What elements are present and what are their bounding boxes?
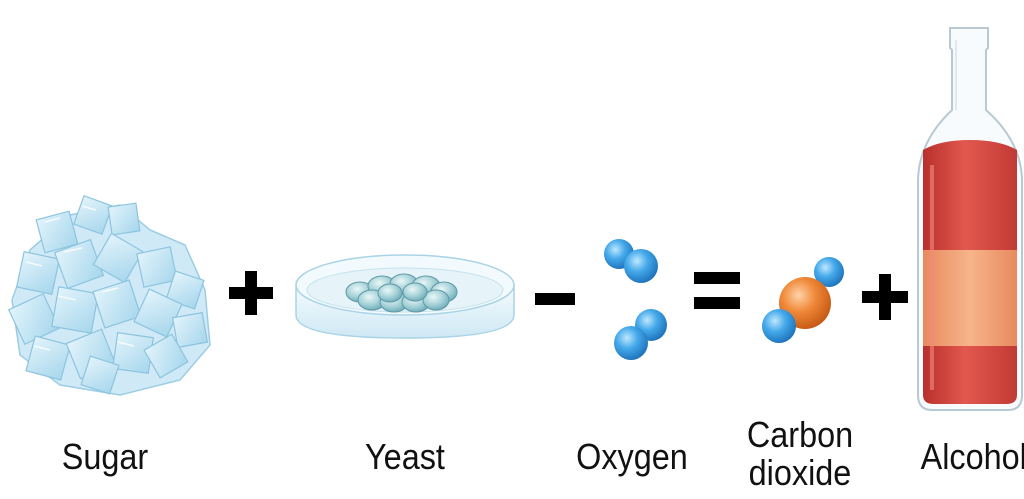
sugar-label: Sugar: [61, 436, 149, 477]
alcohol-bottle-illustration: [917, 27, 1023, 411]
carbon-dioxide-label: Carbon dioxide: [742, 416, 859, 492]
carbon-dioxide-molecule-illustration: [762, 257, 844, 343]
yeast-label: Yeast: [365, 436, 445, 477]
yeast-cells: [345, 273, 458, 313]
alcohol-label: Alcohol: [920, 436, 1024, 477]
carbon-dioxide-label-line1: Carbon: [746, 414, 854, 455]
sugar-cubes-illustration: [7, 195, 211, 396]
yeast-petri-dish-illustration: [295, 254, 515, 339]
equals-operator: [694, 272, 740, 309]
plus-operator-1: [229, 271, 273, 315]
oxygen-label: Oxygen: [576, 436, 688, 477]
minus-operator: [535, 293, 575, 305]
plus-operator-2: [862, 274, 908, 320]
oxygen-molecules-illustration: [604, 239, 667, 360]
carbon-dioxide-label-line2: dioxide: [748, 452, 852, 493]
